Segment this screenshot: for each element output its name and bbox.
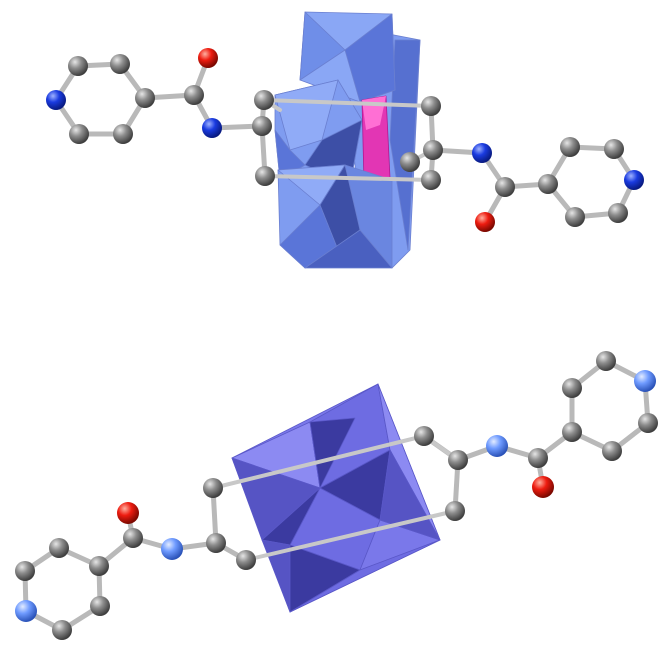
carbon-atom: [69, 124, 89, 144]
carbon-atom: [560, 137, 580, 157]
bottom-left-amide-nitrogen: [161, 538, 183, 560]
carbon-atom: [528, 448, 548, 468]
carbon-atom: [52, 620, 72, 640]
carbon-atom: [90, 596, 110, 616]
carbon-atom: [203, 478, 223, 498]
carbon-atom: [495, 177, 515, 197]
carbon-atom: [135, 88, 155, 108]
top-left-amide-nitrogen: [202, 118, 222, 138]
carbon-atom: [206, 533, 226, 553]
carbon-atom: [421, 96, 441, 116]
bottom-atoms: [15, 351, 658, 640]
carbon-atom: [562, 378, 582, 398]
carbon-atom: [414, 426, 434, 446]
carbon-atom: [423, 140, 443, 160]
bottom-left-ring-nitrogen: [15, 600, 37, 622]
bottom-right-ring-nitrogen: [634, 370, 656, 392]
carbon-atom: [236, 550, 256, 570]
top-left-oxygen: [198, 48, 218, 68]
top-polyhedra-cluster: [274, 11, 421, 269]
bottom-structure: [15, 351, 658, 640]
carbon-atom: [596, 351, 616, 371]
carbon-atom: [254, 90, 274, 110]
carbon-atom: [602, 441, 622, 461]
carbon-atom: [89, 556, 109, 576]
carbon-atom: [565, 207, 585, 227]
carbon-atom: [49, 538, 69, 558]
top-right-amide-nitrogen: [472, 143, 492, 163]
carbon-atom: [562, 422, 582, 442]
bottom-right-amide-nitrogen: [486, 435, 508, 457]
carbon-atom: [113, 124, 133, 144]
top-right-ligand-bonds: [428, 103, 637, 225]
carbon-atom: [184, 85, 204, 105]
carbon-atom: [604, 139, 624, 159]
carbon-atom: [638, 413, 658, 433]
carbon-atom: [252, 116, 272, 136]
bottom-left-oxygen: [117, 502, 139, 524]
carbon-atom: [445, 501, 465, 521]
carbon-atom: [15, 561, 35, 581]
top-left-ring-nitrogen: [46, 90, 66, 110]
top-atoms: [46, 48, 644, 232]
top-left-ligand-bonds: [53, 55, 268, 179]
top-right-ring-nitrogen: [624, 170, 644, 190]
bottom-right-oxygen: [532, 476, 554, 498]
carbon-atom: [421, 170, 441, 190]
top-structure: [46, 11, 644, 269]
carbon-atom: [400, 152, 420, 172]
carbon-atom: [448, 450, 468, 470]
carbon-atom: [110, 54, 130, 74]
carbon-atom: [538, 174, 558, 194]
carbon-atom: [255, 166, 275, 186]
carbon-atom: [608, 203, 628, 223]
top-right-oxygen: [475, 212, 495, 232]
carbon-atom: [68, 56, 88, 76]
carbon-atom: [123, 528, 143, 548]
bottom-polyhedra-cluster: [231, 383, 441, 613]
